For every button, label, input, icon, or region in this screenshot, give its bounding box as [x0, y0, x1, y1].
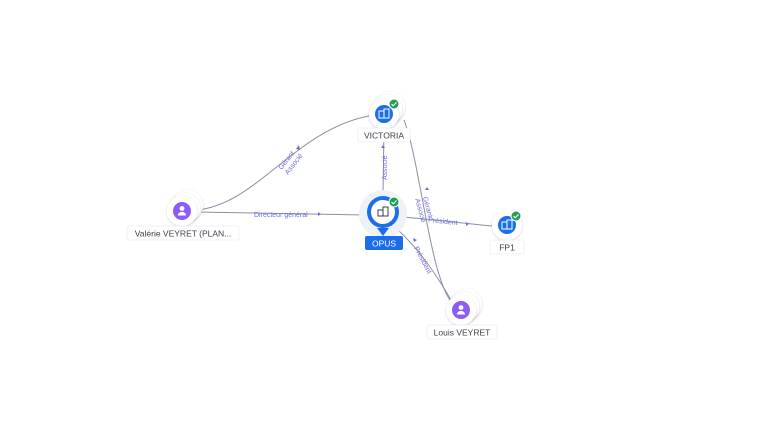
node-opus[interactable]: OPUS [359, 190, 407, 250]
edge-louis-opus[interactable]: Président [397, 229, 453, 303]
person-icon-bg [173, 202, 191, 220]
building-icon [377, 206, 389, 217]
arrow-icon [466, 222, 469, 226]
node-fp1[interactable]: FP1 [489, 210, 525, 255]
edge-louis-victoria[interactable]: Gérant Associé [403, 119, 454, 305]
edge-valerie-opus[interactable]: Directeur général [195, 211, 367, 219]
verified-check-icon [388, 98, 400, 110]
building-icon [501, 219, 513, 230]
edge-label-president: Président [412, 246, 432, 275]
person-icon [177, 206, 187, 216]
node-louis[interactable]: Louis VEYRET [426, 289, 498, 340]
node-label-opus: OPUS [372, 239, 396, 249]
edge-opus-fp1[interactable]: Président [401, 216, 493, 227]
node-valerie[interactable]: Valérie VEYRET (PLAN... [126, 190, 240, 241]
svg-text:Gérant Associé: Gérant Associé [278, 148, 305, 177]
focus-pointer-icon [377, 228, 389, 236]
person-icon-bg [452, 301, 470, 319]
arrow-icon [425, 187, 429, 190]
verified-check-icon [388, 196, 400, 208]
verified-check-icon [510, 210, 522, 222]
node-label-louis: Louis VEYRET [434, 328, 491, 338]
node-label-fp1: FP1 [499, 243, 515, 253]
edge-label-directeur-general: Directeur général [254, 212, 308, 219]
node-label-box [365, 236, 403, 250]
arrow-icon [318, 212, 321, 216]
arrow-icon [413, 238, 417, 242]
person-icon [456, 305, 466, 315]
arrow-icon [381, 145, 385, 148]
building-icon [378, 108, 390, 119]
edge-label-associe: Associé [382, 155, 389, 180]
arrow-icon [296, 145, 300, 150]
node-label-victoria: VICTORIA [364, 131, 404, 141]
edge-valerie-victoria[interactable]: Gérant Associé [195, 113, 385, 211]
node-label-box [426, 324, 498, 340]
node-victoria[interactable]: VICTORIA [357, 92, 411, 143]
node-label-valerie: Valérie VEYRET (PLAN... [135, 229, 232, 239]
edge-label-president: Président [428, 217, 458, 227]
node-label-box [357, 127, 411, 143]
node-label-box [489, 239, 525, 255]
node-label-box [126, 225, 240, 241]
